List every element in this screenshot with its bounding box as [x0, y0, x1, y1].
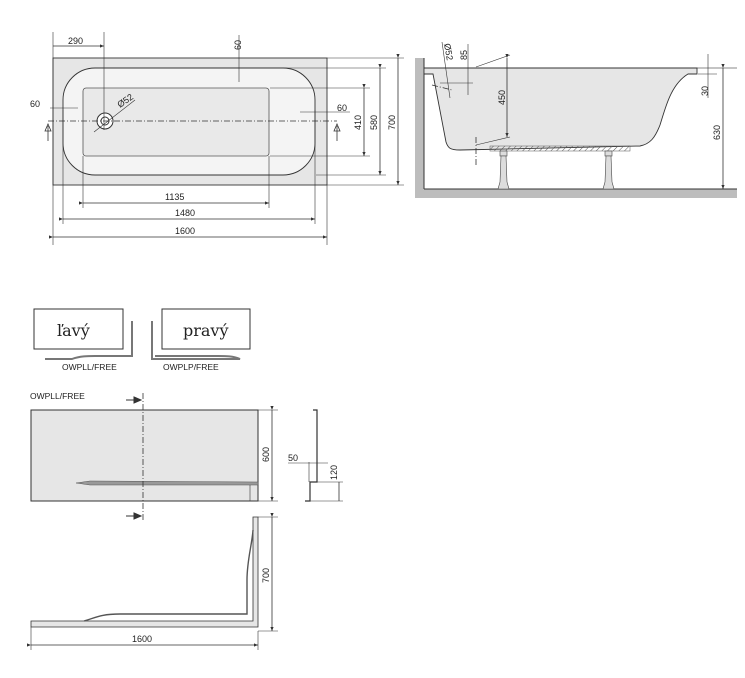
- dim-1480: 1480: [175, 208, 195, 218]
- section-arrow-icon: [333, 122, 341, 141]
- dim-410: 410: [353, 115, 363, 130]
- dim-120: 120: [329, 465, 339, 480]
- section-arrow-icon: [126, 396, 143, 404]
- dim-60-right: 60: [337, 103, 347, 113]
- dim-580: 580: [369, 115, 379, 130]
- section-arrow-icon: [126, 512, 143, 520]
- side-view: 450 85 Ø52 30 630: [415, 41, 737, 198]
- dim-630: 630: [712, 125, 722, 140]
- dim-85: 85: [459, 50, 469, 60]
- panel-profile: [305, 409, 318, 502]
- dim-290: 290: [68, 36, 83, 46]
- dim-700: 700: [387, 115, 397, 130]
- dim-450: 450: [497, 90, 507, 105]
- left-panel-code: OWPLL/FREE: [62, 362, 117, 372]
- tub-profile: [423, 67, 698, 151]
- support-frame: [489, 145, 631, 152]
- panel-detail: OWPLL/FREE 600 50 120 700 1600: [27, 391, 343, 650]
- tub-floor: [82, 87, 270, 157]
- dim-600: 600: [261, 447, 271, 462]
- dim-60-top: 60: [233, 40, 243, 50]
- leg: [602, 155, 615, 190]
- dim-1135: 1135: [165, 192, 184, 202]
- panel-plan: [30, 516, 259, 628]
- right-panel-box: [161, 308, 251, 350]
- dim-diameter-52-side: Ø52: [442, 43, 455, 61]
- top-view: Ø52 290 60 60 60 410 580 700 1135: [30, 32, 404, 245]
- dim-1600: 1600: [175, 226, 195, 236]
- dim-700-panel: 700: [261, 568, 271, 583]
- right-panel-label: pravý: [183, 321, 229, 340]
- floor: [415, 189, 737, 198]
- left-panel-label: ľavý: [57, 321, 90, 340]
- front-panel: [30, 409, 259, 502]
- dim-50: 50: [288, 453, 298, 463]
- wall: [415, 58, 424, 198]
- right-panel-code: OWPLP/FREE: [163, 362, 219, 372]
- left-panel-box: [33, 308, 124, 350]
- panel-detail-title: OWPLL/FREE: [30, 391, 85, 401]
- dim-60-left: 60: [30, 99, 40, 109]
- section-arrow-icon: [44, 122, 52, 141]
- dim-30: 30: [700, 86, 710, 96]
- dim-1600-panel: 1600: [132, 634, 152, 644]
- leg: [497, 155, 510, 190]
- panel-orientation: ľavý OWPLL/FREE pravý OWPLP/FREE: [33, 308, 251, 372]
